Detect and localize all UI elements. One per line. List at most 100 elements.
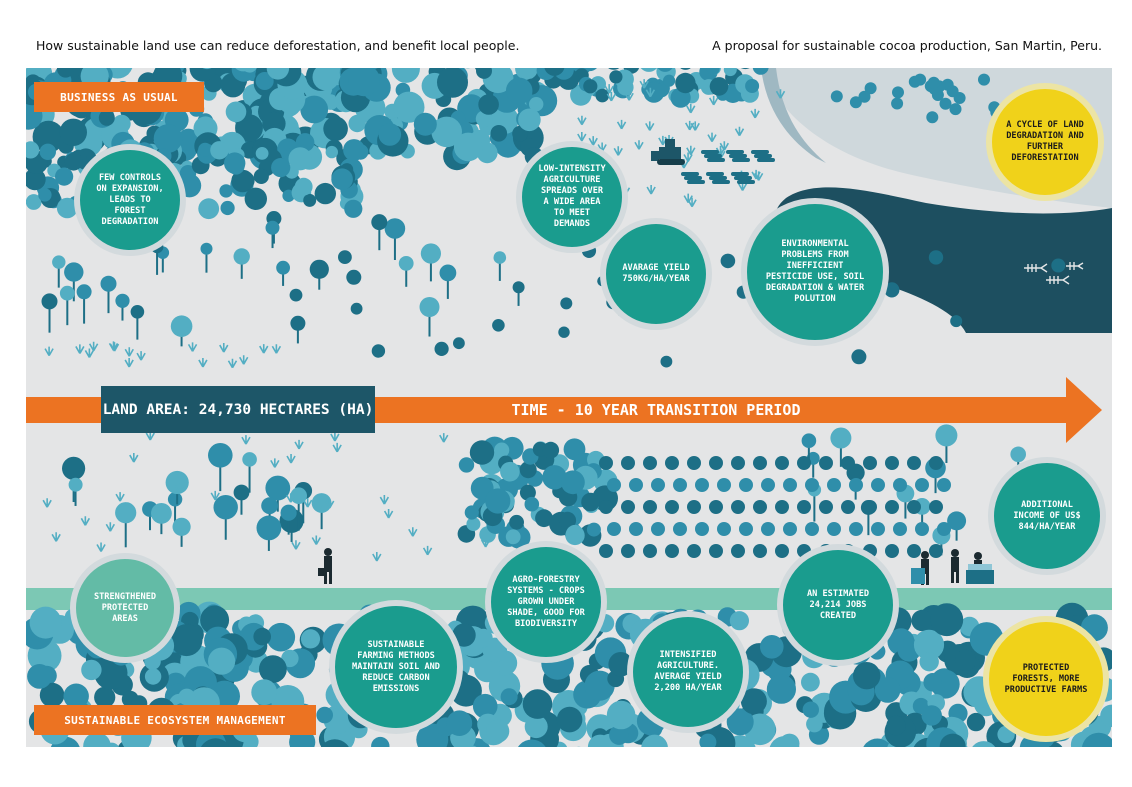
cocoa-plant (717, 478, 731, 492)
shrub (892, 86, 904, 99)
shrub (891, 97, 904, 110)
cocoa-plant (687, 544, 701, 558)
tree-canopy (420, 243, 441, 264)
tree-canopy (474, 656, 501, 683)
log (751, 150, 769, 154)
sprout-plant (686, 145, 696, 156)
cocoa-plant (651, 478, 665, 492)
tree-trunk (57, 262, 60, 288)
cocoa-plant (761, 478, 775, 492)
cocoa-plant (893, 478, 907, 492)
tree-canopy (524, 496, 540, 512)
tree-trunk (287, 512, 290, 535)
tree-canopy (505, 77, 533, 105)
sprout-plant (683, 152, 693, 162)
cocoa-plant (937, 522, 951, 536)
tree-canopy (452, 623, 476, 647)
tree-canopy (198, 198, 220, 220)
sprout-plant (634, 140, 644, 150)
cocoa-plant (629, 478, 643, 492)
tree-trunk (107, 283, 110, 314)
cocoa-plant (665, 456, 679, 470)
sprout-plant (775, 89, 786, 99)
tree-canopy (500, 461, 520, 482)
tree-canopy (253, 168, 269, 184)
tree-trunk (867, 507, 870, 536)
sprout-plant (639, 79, 649, 89)
tree-trunk (429, 253, 432, 282)
tree-canopy (331, 168, 353, 190)
tree-canopy (281, 649, 299, 668)
sprout-plant (751, 169, 761, 180)
sprout-plant (311, 535, 321, 545)
log (757, 158, 775, 162)
tree-trunk (161, 252, 164, 273)
cocoa-plant (599, 456, 613, 470)
tree-canopy (172, 517, 191, 536)
circle-strengthened-areas: STRENGTHENED PROTECTED AREAS (70, 553, 180, 663)
tree-canopy (806, 715, 823, 733)
sprout-plant (115, 492, 125, 502)
timeline-arrow (26, 377, 1102, 443)
sprout-plant (372, 552, 382, 562)
tree-canopy (170, 315, 193, 337)
tree-canopy (802, 701, 819, 718)
sustainable-management-label: SUSTAINABLE ECOSYSTEM MANAGEMENT (34, 705, 316, 735)
tree-canopy (300, 629, 321, 649)
log (712, 180, 730, 184)
tree-canopy (485, 488, 511, 514)
sprout-plant (480, 538, 491, 548)
tree-canopy (153, 124, 183, 153)
tree-canopy (500, 688, 518, 706)
shrub (849, 96, 862, 109)
tree-canopy (680, 68, 691, 70)
cocoa-plant (621, 544, 635, 558)
tree-trunk (297, 495, 300, 531)
tree-canopy (151, 503, 172, 524)
cocoa-plant (731, 500, 745, 514)
cocoa-plant (753, 456, 767, 470)
circle-average-yield: AVARAGE YIELD 750KG/HA/YEAR (600, 218, 712, 330)
tree-canopy (52, 255, 66, 269)
tree-canopy (314, 182, 336, 205)
tree-canopy (189, 68, 216, 82)
tree-trunk (271, 227, 274, 249)
cocoa-plant (599, 500, 613, 514)
tree-trunk (945, 435, 948, 463)
sprout-plant (80, 516, 91, 526)
tree-canopy (608, 652, 633, 677)
tree-canopy (519, 461, 537, 479)
tree-canopy (486, 719, 510, 743)
cocoa-plant (929, 456, 943, 470)
tree-canopy (966, 712, 986, 732)
tree-trunk (405, 263, 408, 287)
tree-canopy (760, 635, 784, 659)
tree-trunk (318, 269, 321, 290)
cocoa-plant (915, 522, 929, 536)
sprout-plant (645, 87, 656, 98)
tree-canopy (130, 305, 145, 319)
tree-canopy (606, 700, 636, 730)
tree-canopy (225, 101, 247, 123)
cocoa-plant (929, 500, 943, 514)
tree-canopy (874, 677, 901, 703)
shrub (858, 90, 871, 103)
circle-few-controls: FEW CONTROLS ON EXPANSION, LEADS TO FORE… (74, 144, 186, 256)
log (726, 150, 744, 154)
tree-canopy (57, 68, 75, 78)
sprout-plant (606, 91, 617, 102)
sprout-plant (291, 540, 301, 550)
tree-canopy (325, 145, 338, 159)
sprout-plant (750, 108, 760, 119)
sprout-plant (624, 91, 634, 101)
tree-trunk (904, 493, 907, 519)
tree-canopy (474, 628, 493, 648)
cocoa-plant (761, 522, 775, 536)
sprout-plant (613, 146, 623, 156)
tree-canopy (265, 475, 291, 501)
tree-trunk (66, 293, 69, 326)
tree-canopy (39, 143, 56, 160)
tree-canopy (641, 734, 668, 747)
tree-canopy (290, 487, 308, 505)
tree-canopy (544, 68, 565, 76)
